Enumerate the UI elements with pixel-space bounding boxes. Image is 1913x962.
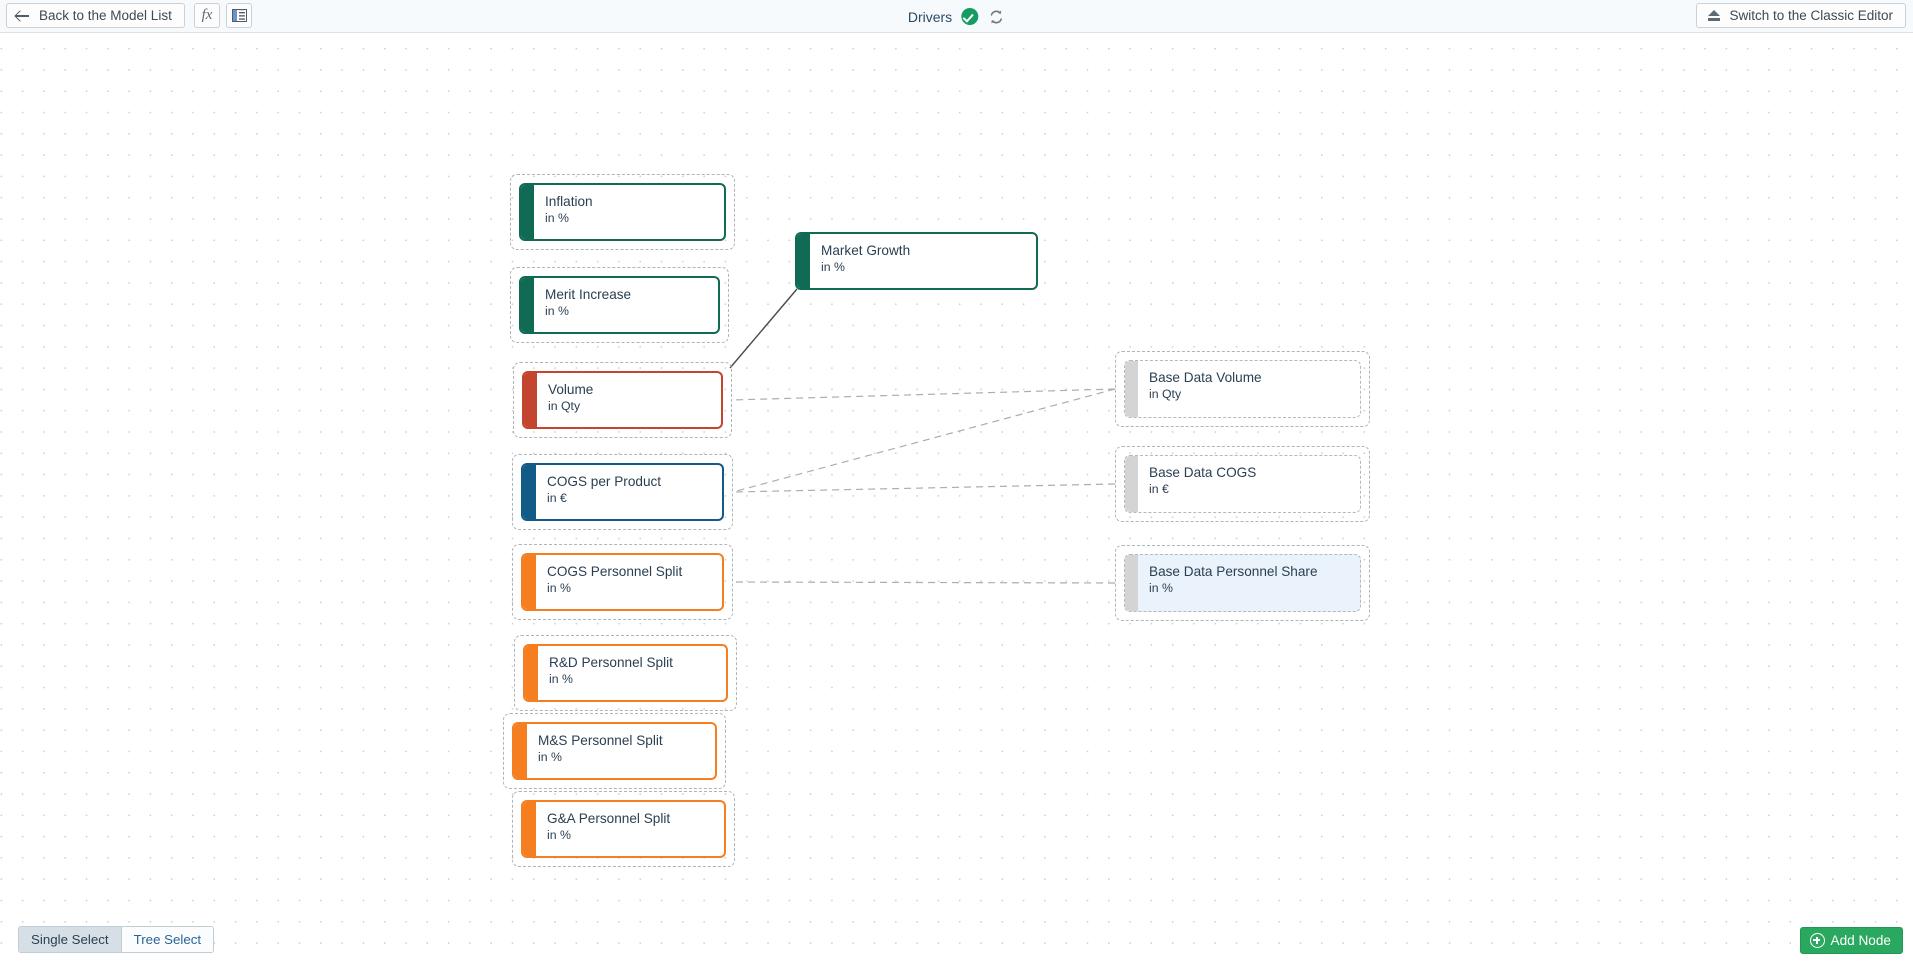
select-mode-toggle-group[interactable]: Single Select Tree Select [18, 926, 215, 953]
node-ga-personnel[interactable]: G&A Personnel Split in % [512, 791, 735, 867]
node-box[interactable]: Volume in Qty [522, 371, 723, 429]
node-unit: in € [547, 491, 567, 505]
node-selection-outline [510, 174, 735, 250]
edge-base-volume-to-cogs-product[interactable] [732, 388, 1116, 493]
node-unit: in % [821, 260, 845, 274]
formula-fx-button[interactable]: fx [194, 3, 220, 28]
node-selection-outline [1115, 446, 1370, 522]
node-accent-bar [524, 373, 537, 427]
node-title: COGS Personnel Split [547, 564, 683, 579]
node-unit: in % [547, 581, 571, 595]
toolbar-center-group: Drivers [908, 0, 1005, 33]
back-button-label: Back to the Model List [39, 8, 172, 23]
node-selection-outline [514, 635, 737, 711]
node-unit: in % [549, 672, 573, 686]
node-accent-bar [514, 724, 527, 778]
node-title: M&S Personnel Split [538, 733, 663, 748]
panel-layout-icon [231, 9, 247, 22]
node-rnd-personnel[interactable]: R&D Personnel Split in % [514, 635, 737, 711]
node-selection-outline [512, 454, 733, 530]
switch-to-classic-editor-button[interactable]: Switch to the Classic Editor [1696, 3, 1906, 28]
node-accent-bar [523, 802, 536, 856]
node-title: COGS per Product [547, 474, 662, 489]
node-selection-outline [503, 713, 726, 789]
top-toolbar: Back to the Model List fx Drivers Switch… [0, 0, 1913, 33]
eject-icon [1707, 9, 1721, 22]
mode-single-select[interactable]: Single Select [19, 927, 122, 952]
node-unit: in % [1149, 581, 1173, 595]
node-title: Market Growth [821, 243, 911, 258]
edge-base-cogs-to-cogs-product[interactable] [732, 483, 1116, 493]
node-unit: in % [545, 211, 569, 225]
add-node-label: Add Node [1830, 933, 1891, 948]
node-box[interactable]: G&A Personnel Split in % [521, 800, 726, 858]
formula-fx-icon: fx [201, 7, 213, 23]
node-base-personnel[interactable]: Base Data Personnel Share in % [1115, 545, 1370, 621]
node-selection-outline [512, 791, 735, 867]
node-selection-outline [513, 362, 732, 438]
node-base-volume[interactable]: Base Data Volume in Qty [1115, 351, 1370, 427]
page-title: Drivers [907, 8, 953, 25]
node-title: Merit Increase [545, 287, 632, 302]
node-unit: in € [1149, 482, 1169, 496]
node-unit: in % [538, 750, 562, 764]
edge-volume-to-market-growth[interactable] [729, 288, 798, 369]
node-accent-bar [525, 646, 538, 700]
add-node-button[interactable]: Add Node [1799, 927, 1903, 954]
node-unit: in % [547, 828, 571, 842]
node-unit: in Qty [1149, 387, 1182, 401]
node-title: G&A Personnel Split [547, 811, 671, 826]
node-merit[interactable]: Merit Increase in % [510, 267, 729, 343]
node-accent-bar [521, 185, 534, 239]
node-inflation[interactable]: Inflation in % [510, 174, 735, 250]
node-box[interactable]: Base Data Volume in Qty [1124, 360, 1361, 418]
node-box[interactable]: Base Data COGS in € [1124, 455, 1361, 513]
node-accent-bar [1125, 555, 1138, 611]
node-accent-bar [1125, 456, 1138, 512]
node-title: Base Data Personnel Share [1149, 564, 1318, 579]
node-title: Base Data COGS [1149, 465, 1257, 480]
classic-editor-label: Switch to the Classic Editor [1729, 8, 1893, 23]
node-box[interactable]: M&S Personnel Split in % [512, 722, 717, 780]
node-box[interactable]: Inflation in % [519, 183, 726, 241]
node-box[interactable]: Market Growth in % [795, 232, 1038, 290]
node-cogs-product[interactable]: COGS per Product in € [512, 454, 733, 530]
node-accent-bar [1125, 361, 1138, 417]
node-selection-outline [1115, 545, 1370, 621]
node-title: R&D Personnel Split [549, 655, 673, 670]
node-selection-outline [512, 544, 733, 620]
node-volume[interactable]: Volume in Qty [513, 362, 732, 438]
node-title: Inflation [545, 194, 593, 209]
refresh-icon[interactable] [987, 8, 1005, 26]
edge-base-volume-to-volume[interactable] [731, 388, 1116, 401]
node-accent-bar [797, 234, 810, 288]
node-selection-outline [1115, 351, 1370, 427]
node-accent-bar [523, 555, 536, 609]
node-cogs-personnel[interactable]: COGS Personnel Split in % [512, 544, 733, 620]
arrow-left-icon [16, 9, 31, 22]
node-accent-bar [523, 465, 536, 519]
node-box[interactable]: COGS Personnel Split in % [521, 553, 724, 611]
node-unit: in % [545, 304, 569, 318]
node-box[interactable]: Base Data Personnel Share in % [1124, 554, 1361, 612]
edge-base-personnel-to-cogs-personnel[interactable] [732, 581, 1116, 584]
check-circle-icon[interactable] [961, 8, 979, 25]
node-box[interactable]: R&D Personnel Split in % [523, 644, 728, 702]
panel-layout-button[interactable] [226, 3, 252, 28]
mode-tree-select[interactable]: Tree Select [121, 927, 214, 952]
node-title: Base Data Volume [1149, 370, 1262, 385]
node-box[interactable]: Merit Increase in % [519, 276, 720, 334]
plus-circle-icon [1809, 933, 1825, 948]
node-base-cogs[interactable]: Base Data COGS in € [1115, 446, 1370, 522]
node-selection-outline [510, 267, 729, 343]
node-title: Volume [548, 382, 594, 397]
node-unit: in Qty [548, 399, 581, 413]
back-to-model-list-button[interactable]: Back to the Model List [6, 3, 185, 28]
node-box[interactable]: COGS per Product in € [521, 463, 724, 521]
node-ms-personnel[interactable]: M&S Personnel Split in % [503, 713, 726, 789]
node-accent-bar [521, 278, 534, 332]
edge-layer [729, 288, 1116, 584]
node-market-growth[interactable]: Market Growth in % [786, 223, 1047, 299]
